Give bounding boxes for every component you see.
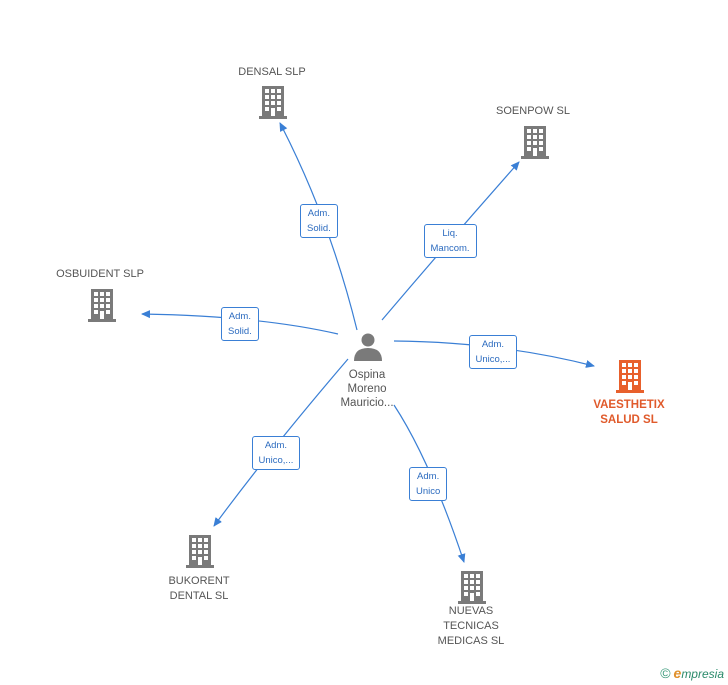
footer-brand: ©empresia xyxy=(660,665,724,681)
edge-label-soenpow[interactable]: Liq. Mancom. xyxy=(423,224,477,258)
building-icon-nuevas[interactable] xyxy=(458,571,486,604)
edge-label-osbuident[interactable]: Adm. Solid. xyxy=(221,307,259,341)
company-label-densal[interactable]: DENSAL SLP xyxy=(238,66,306,78)
building-icon-vaesthetix[interactable] xyxy=(616,360,644,393)
person-icon[interactable] xyxy=(354,333,382,362)
person-label[interactable]: Ospina Moreno Mauricio... xyxy=(340,369,394,409)
building-icon-soenpow[interactable] xyxy=(521,126,549,159)
edge-label-densal[interactable]: Adm. Solid. xyxy=(300,204,338,238)
company-label-bukorent[interactable]: BUKORENT DENTAL SL xyxy=(168,575,230,602)
edge-label-bukorent[interactable]: Adm. Unico,... xyxy=(251,436,301,470)
company-label-vaesthetix[interactable]: VAESTHETIX SALUD SL xyxy=(593,399,665,426)
building-icon-osbuident[interactable] xyxy=(88,289,116,322)
edge-label-nuevas[interactable]: Adm. Unico xyxy=(409,467,448,501)
building-icon-densal[interactable] xyxy=(259,86,287,119)
edge-label-vaesthetix[interactable]: Adm. Unico,... xyxy=(468,335,518,369)
copyright-symbol: © xyxy=(660,665,671,681)
brand-name: mpresia xyxy=(681,667,724,681)
brand-initial: e xyxy=(673,665,682,681)
company-label-soenpow[interactable]: SOENPOW SL xyxy=(496,105,570,117)
company-label-nuevas[interactable]: NUEVAS TECNICAS MEDICAS SL xyxy=(437,605,505,647)
building-icon-bukorent[interactable] xyxy=(186,535,214,568)
company-label-osbuident[interactable]: OSBUIDENT SLP xyxy=(56,268,144,280)
